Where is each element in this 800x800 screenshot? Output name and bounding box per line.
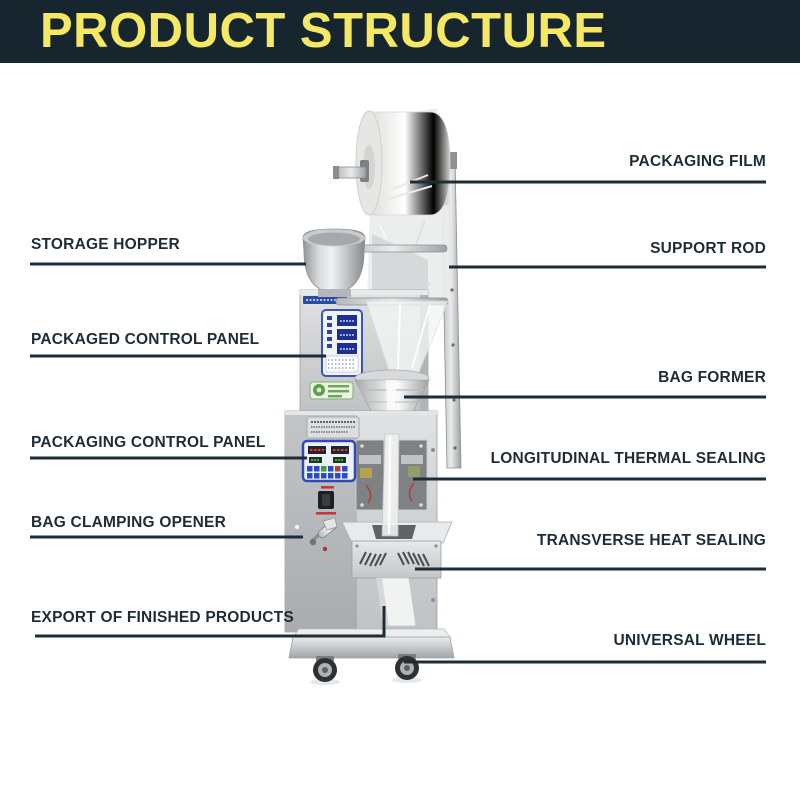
nameplate: [306, 416, 360, 439]
page-title: PRODUCT STRUCTURE: [40, 4, 607, 58]
caster-wheels: [310, 654, 422, 685]
packaged-control-panel-part: [321, 309, 363, 377]
label-storage-hopper: STORAGE HOPPER: [31, 236, 180, 253]
longitudinal-sealing-part: [355, 439, 428, 511]
bag-former-part: [354, 369, 430, 435]
caster-wheel-right: [395, 654, 419, 680]
power-switch: [316, 486, 336, 515]
label-bag-clamping-opener: BAG CLAMPING OPENER: [31, 514, 226, 531]
green-sticker: [309, 381, 354, 400]
packaging-film-roll: [333, 110, 451, 216]
label-transverse-heat-sealing: TRANSVERSE HEAT SEALING: [536, 532, 766, 549]
leader-export-of-finished-products: [35, 606, 386, 638]
export-chute-part: [375, 577, 417, 627]
bag-clamping-opener-part: [309, 517, 338, 546]
label-packaging-control-panel: PACKAGING CONTROL PANEL: [31, 434, 266, 451]
storage-hopper-part: [302, 228, 366, 297]
packaging-control-panel-part: [301, 439, 357, 483]
leader-lines: [30, 180, 766, 664]
label-export-of-finished-products: EXPORT OF FINISHED PRODUCTS: [31, 609, 294, 626]
caster-wheel-left: [313, 656, 337, 682]
label-longitudinal-thermal-sealing: LONGITUDINAL THERMAL SEALING: [490, 450, 766, 467]
film-tube: [381, 433, 400, 537]
base-platform: [288, 628, 455, 659]
transverse-sealing-front: [351, 540, 442, 579]
label-bag-former: BAG FORMER: [658, 369, 766, 386]
label-universal-wheel: UNIVERSAL WHEEL: [613, 632, 766, 649]
label-packaging-film: PACKAGING FILM: [629, 153, 766, 170]
header-bar: PRODUCT STRUCTURE: [0, 0, 800, 63]
label-packaged-control-panel: PACKAGED CONTROL PANEL: [31, 331, 260, 348]
machine-illustration: [284, 108, 462, 685]
label-support-rod: SUPPORT ROD: [650, 240, 766, 257]
roll-axle: [335, 166, 367, 179]
